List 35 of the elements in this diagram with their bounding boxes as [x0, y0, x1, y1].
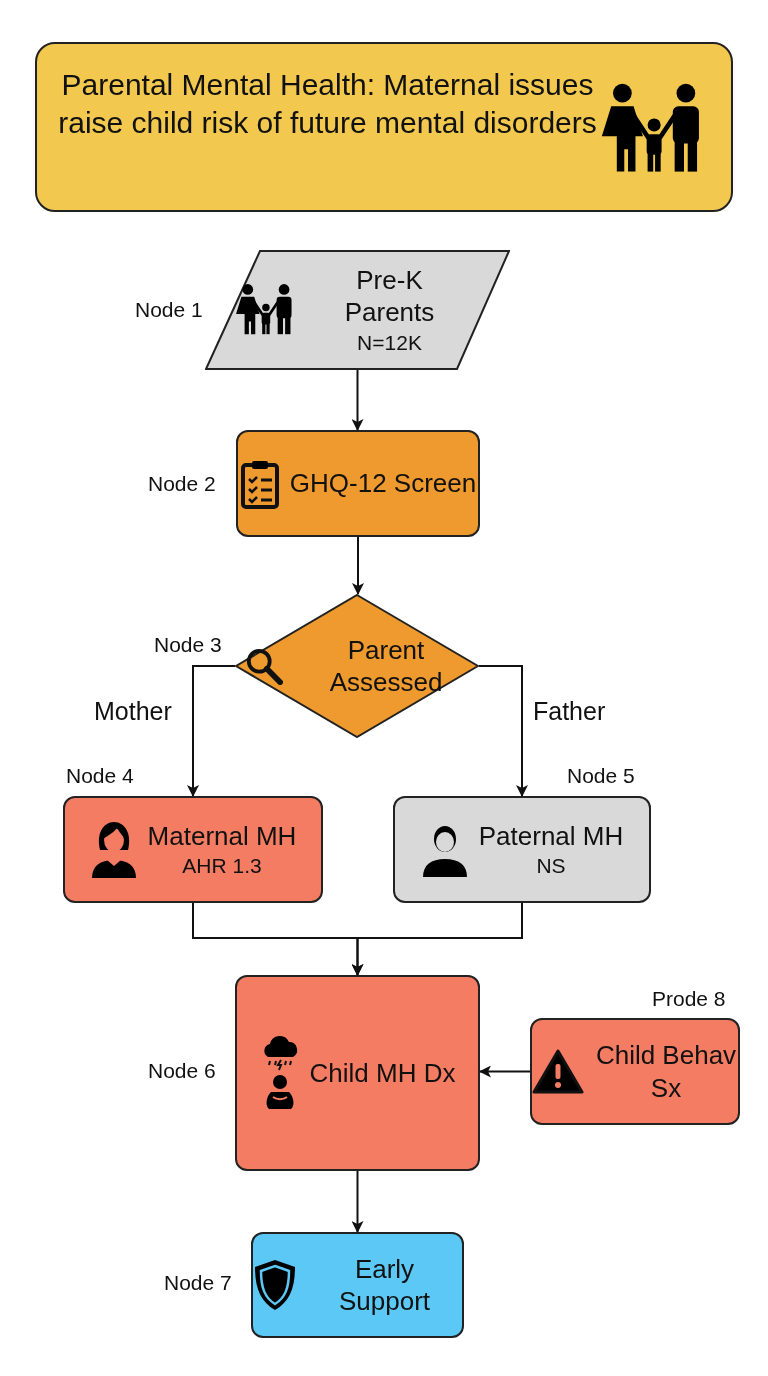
node-label: Node 4	[66, 764, 134, 788]
node-detail: NS	[536, 853, 566, 880]
node-text: GHQ-12 Screen	[289, 467, 477, 500]
arrow	[351, 902, 523, 976]
arrow	[478, 665, 528, 797]
process-box	[530, 1018, 740, 1125]
node-text: Child Behav Sx	[594, 1039, 738, 1104]
node-text: Maternal MH	[147, 819, 297, 853]
process-box	[393, 796, 651, 903]
node-label: Node 1	[135, 298, 203, 322]
node-detail: N=12K	[357, 329, 422, 356]
node-detail: AHR 1.3	[182, 853, 262, 880]
process-box	[236, 430, 480, 537]
node-text: Child MH Dx	[309, 1056, 456, 1090]
title: Parental Mental Health: Maternal issues raise child risk of future mental disorders	[57, 67, 598, 141]
outcome-box	[251, 1232, 464, 1338]
decision-diamond	[235, 594, 479, 738]
node-label: Node 3	[154, 633, 222, 657]
node-label: Node 2	[148, 472, 216, 496]
node-label: Node 5	[567, 764, 635, 788]
arrow	[187, 665, 236, 797]
node-text: Early Support	[337, 1252, 432, 1318]
process-box	[63, 796, 323, 903]
node-text: Parent Assessed	[328, 633, 444, 699]
node-label: Node 7	[164, 1271, 232, 1295]
arrow	[479, 1065, 531, 1078]
node-text: Pre-K Parents	[343, 263, 436, 329]
arrow	[352, 536, 364, 595]
arrow	[351, 1170, 364, 1233]
node-label: Node 6	[148, 1059, 216, 1083]
input-parallelogram	[205, 250, 510, 370]
node-text: Paternal MH	[478, 819, 624, 853]
node-label: Prode 8	[652, 987, 726, 1011]
arrow	[351, 369, 364, 431]
outcome-box	[235, 975, 480, 1171]
